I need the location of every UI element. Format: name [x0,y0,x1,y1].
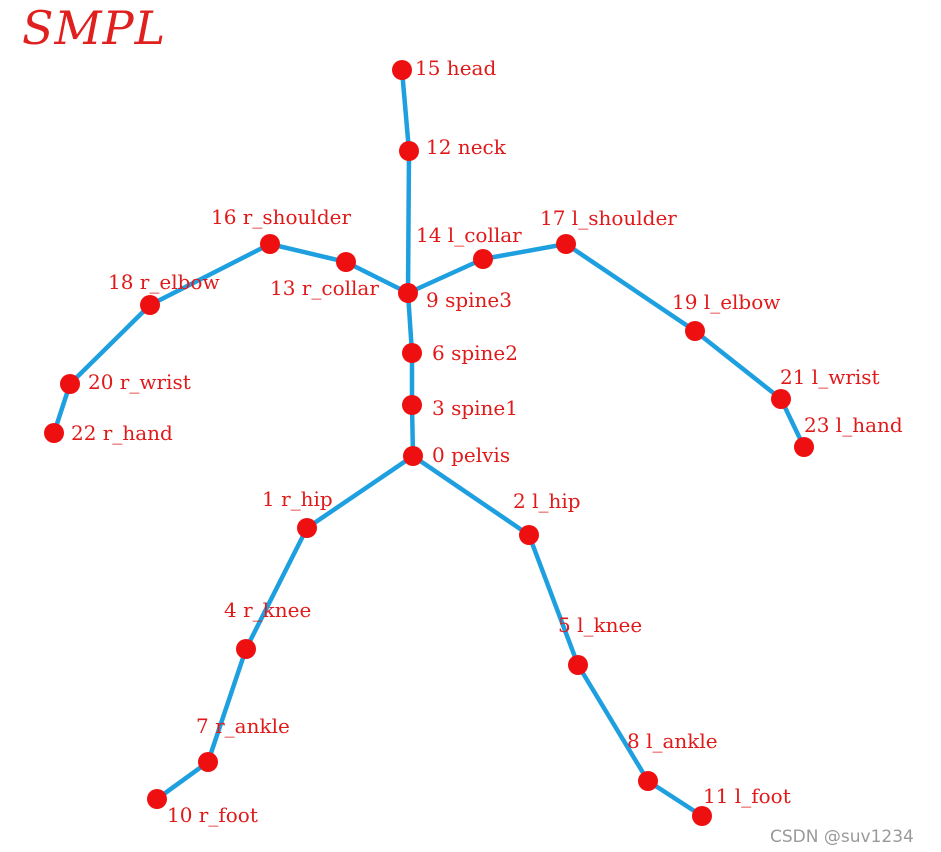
joint-dot-1 [297,518,317,538]
bone-2-5 [526,532,581,668]
joint-label-0: 0 pelvis [432,443,510,467]
joint-label-19: 19 l_elbow [672,290,780,314]
bone-5-8 [575,662,651,784]
joint-label-15: 15 head [415,56,496,80]
joint-dot-8 [638,771,658,791]
bone-13-16 [267,241,349,265]
joint-label-6: 6 spine2 [432,341,518,365]
joint-label-3: 3 spine1 [432,396,518,420]
joint-dot-11 [692,806,712,826]
joint-dot-10 [147,789,167,809]
bone-8-11 [645,778,705,819]
joint-dot-19 [685,321,705,341]
joint-dot-6 [402,343,422,363]
joint-dot-9 [398,283,418,303]
joint-label-5: 5 l_knee [558,613,642,637]
joint-label-22: 22 r_hand [71,421,173,445]
joint-dot-3 [402,395,422,415]
joint-label-10: 10 r_foot [167,803,258,827]
joint-dot-17 [556,234,576,254]
joint-dot-5 [568,655,588,675]
joint-labels: 0 pelvis 1 r_hip 2 l_hip 3 spine1 4 r_knee 5 … [71,56,903,827]
bone-12-9 [405,148,412,296]
joint-label-2: 2 l_hip [513,489,581,513]
joint-label-14: 14 l_collar [416,223,522,247]
diagram-title: SMPL [22,1,166,55]
bone-18-20 [67,302,153,387]
joint-label-20: 20 r_wrist [88,370,191,394]
joint-label-12: 12 neck [426,135,507,159]
bone-14-17 [480,241,569,262]
joint-label-16: 16 r_shoulder [211,205,351,229]
bone-7-10 [154,759,211,802]
joint-label-17: 17 l_shoulder [540,206,677,230]
bone-1-4 [243,525,310,652]
joint-label-9: 9 spine3 [426,288,512,312]
joint-dot-20 [60,374,80,394]
joint-label-13: 13 r_collar [270,276,379,300]
joint-label-21: 21 l_wrist [780,365,880,389]
joint-label-1: 1 r_hip [262,487,333,511]
bone-9-14 [405,256,486,296]
joint-label-11: 11 l_foot [703,784,791,808]
joint-dot-0 [403,446,423,466]
bone-9-6 [405,290,415,356]
bone-15-12 [399,67,412,154]
joint-dot-13 [336,252,356,272]
joint-label-4: 4 r_knee [224,598,311,622]
joint-label-7: 7 r_ankle [196,714,290,738]
joint-dot-23 [794,437,814,457]
bone-17-19 [563,241,698,334]
joint-dot-12 [399,141,419,161]
bone-0-2 [410,453,532,538]
joint-dot-7 [198,752,218,772]
joint-dot-21 [771,389,791,409]
joint-dot-22 [44,423,64,443]
joint-dot-16 [260,234,280,254]
bone-19-21 [692,328,784,402]
joint-markers [44,60,814,826]
bone-0-1 [304,453,416,531]
joint-label-23: 23 l_hand [804,413,903,437]
joint-label-8: 8 l_ankle [627,729,718,753]
joint-dot-18 [140,295,160,315]
bone-4-7 [205,646,249,765]
watermark-text: CSDN @suv1234 [770,827,914,847]
joint-dot-2 [519,525,539,545]
bone-lines [51,67,807,819]
joint-dot-14 [473,249,493,269]
joint-label-18: 18 r_elbow [108,270,220,294]
joint-dot-15 [392,60,412,80]
bone-16-18 [147,241,273,308]
joint-dot-4 [236,639,256,659]
bone-9-13 [343,259,411,296]
